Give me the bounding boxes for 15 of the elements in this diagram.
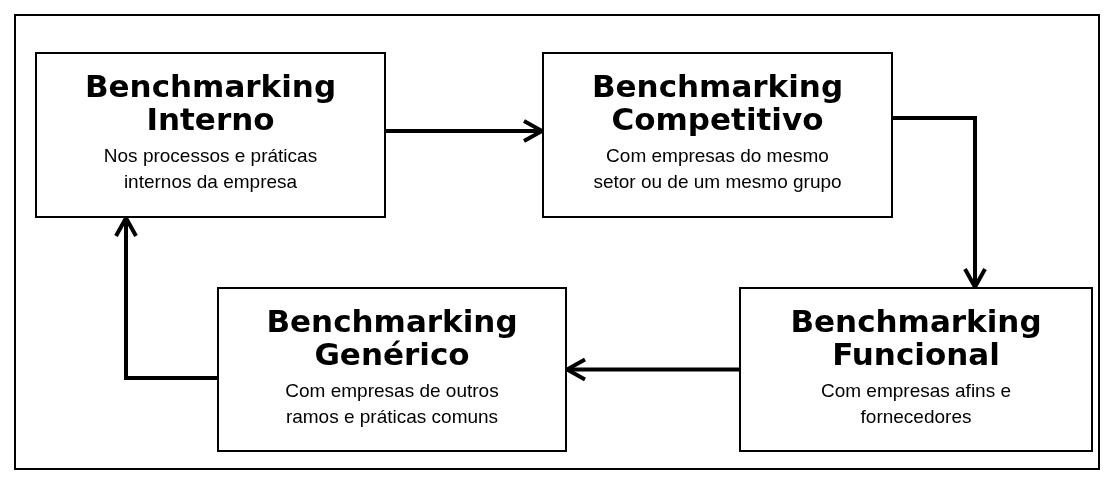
process-box	[739, 287, 1093, 452]
box-heading: Benchmarking Interno	[83, 70, 338, 136]
box-description: Com empresas de outros ramos e práticas comuns	[284, 379, 500, 429]
arrow	[114, 216, 217, 380]
box-description: Com empresas afins e fornecedores	[819, 379, 1013, 429]
box-heading: Benchmarking Funcional	[789, 305, 1043, 371]
arrow	[893, 116, 987, 289]
process-box	[35, 52, 386, 218]
process-box	[542, 52, 893, 218]
arrow	[386, 119, 544, 143]
box-heading: Benchmarking Genérico	[265, 305, 519, 371]
process-box	[217, 287, 567, 452]
box-heading: Benchmarking Competitivo	[590, 70, 845, 136]
box-description: Com empresas do mesmo setor ou de um mesmo grupo	[592, 144, 843, 194]
box-description: Nos processos e práticas internos da empresa	[102, 144, 319, 194]
